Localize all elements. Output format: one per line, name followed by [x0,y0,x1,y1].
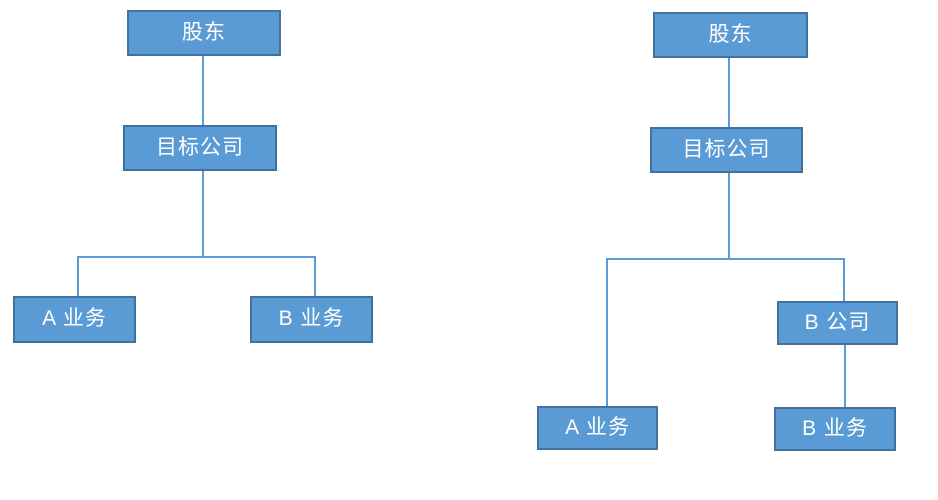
left-connector-target-rail [202,171,204,256]
right-node-shareholder: 股东 [653,12,808,58]
left-node-business-a: A 业务 [13,296,136,343]
right-connector-company-b-business-b [844,345,846,407]
left-connector-rail-business-b [314,256,316,296]
left-node-business-b: B 业务 [250,296,373,343]
left-connector-rail-business-a [77,256,79,296]
right-node-company-b: B 公司 [777,301,898,345]
right-node-business-a: A 业务 [537,406,658,450]
right-node-target-company: 目标公司 [650,127,803,173]
right-node-business-b: B 业务 [774,407,896,451]
right-connector-shareholder-target [728,58,730,127]
right-connector-rail [606,258,845,260]
left-connector-shareholder-target [202,56,204,125]
right-connector-rail-business-a [606,258,608,406]
right-connector-rail-company-b [843,258,845,301]
left-node-shareholder: 股东 [127,10,281,56]
left-connector-rail [77,256,316,258]
right-connector-target-rail [728,173,730,258]
left-node-target-company: 目标公司 [123,125,277,171]
